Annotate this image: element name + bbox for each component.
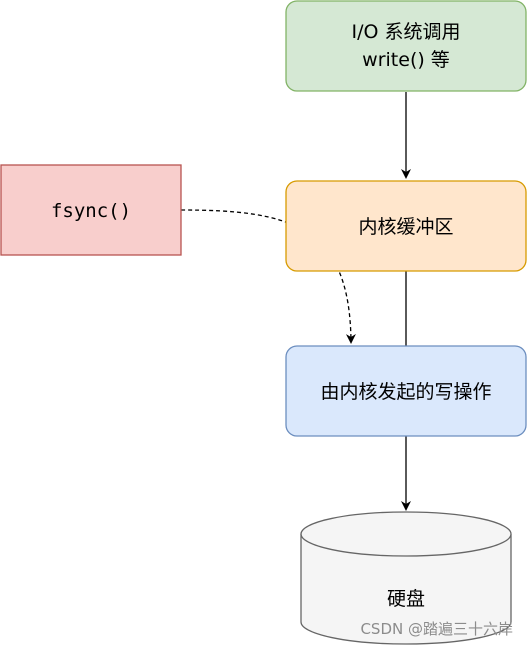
csdn-watermark: CSDN @踏遍三十六岸: [360, 620, 513, 638]
disk-cylinder-body: [300, 534, 512, 645]
io-syscall-node: I/O 系统调用 write() 等: [285, 0, 527, 92]
kernel-write-label: 由内核发起的写操作: [320, 381, 491, 403]
fsync-box: [0, 164, 182, 256]
kernel-write-box: [285, 345, 527, 437]
kernel-buffer-label: 内核缓冲区: [358, 216, 453, 238]
kernel-write-node: 由内核发起的写操作: [285, 345, 527, 437]
kernel-buffer-box: [285, 180, 527, 272]
kernel-buffer-node: 内核缓冲区: [285, 180, 527, 272]
io-syscall-label-line1: I/O 系统调用: [352, 21, 461, 43]
disk-cylinder-top: [300, 511, 512, 557]
disk-node: 硬盘: [300, 511, 512, 645]
disk-label: 硬盘: [387, 588, 425, 610]
fsync-label: fsync(): [51, 200, 131, 222]
io-syscall-label-line2: write() 等: [362, 49, 450, 71]
io-syscall-box: [285, 0, 527, 92]
fsync-node: fsync(): [0, 164, 182, 256]
